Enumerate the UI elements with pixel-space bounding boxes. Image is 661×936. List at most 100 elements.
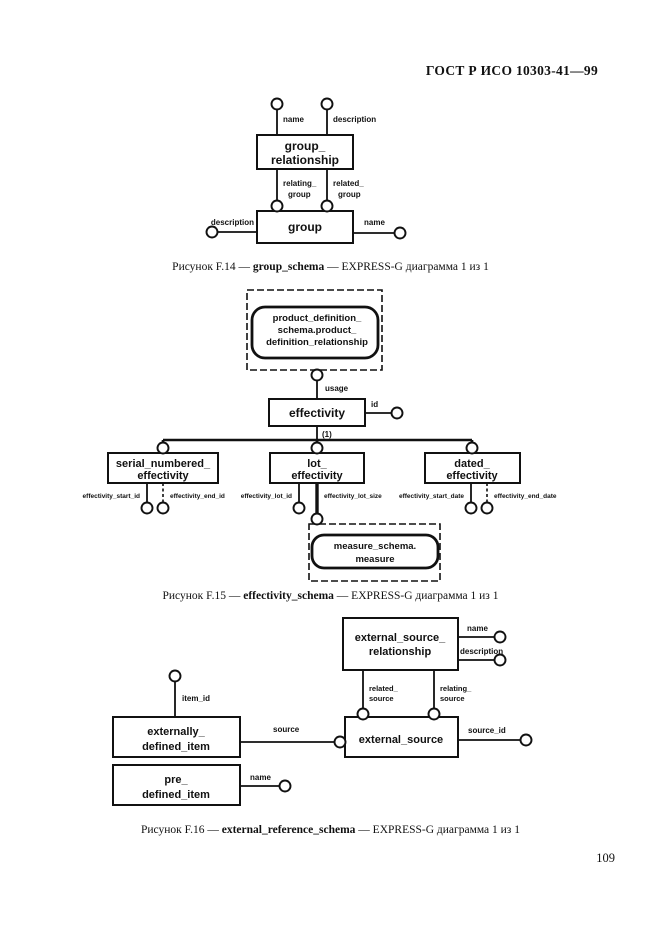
- interschema-ref-label: measure_schema.: [334, 541, 416, 552]
- entity-label: serial_numbered_: [116, 458, 211, 470]
- attribute-label: effectivity_lot_size: [324, 493, 382, 500]
- entity-label: defined_item: [142, 741, 210, 753]
- relation-label: relating_: [440, 684, 472, 693]
- attribute-label: effectivity_end_id: [170, 493, 225, 500]
- attribute-label: effectivity_start_date: [399, 493, 464, 500]
- entity-label: relationship: [271, 153, 339, 167]
- entity-label: group: [288, 220, 322, 234]
- relation-label: usage: [325, 384, 349, 393]
- entity-label: defined_item: [142, 789, 210, 801]
- relation-circle: [427, 707, 441, 721]
- attribute-circle: [140, 501, 154, 515]
- connector-lines: [174, 636, 520, 787]
- entity-box-group-relationship: [256, 134, 354, 170]
- relation-circle: [310, 368, 324, 382]
- relation-label: source: [369, 694, 394, 703]
- subtype-circle: [465, 441, 479, 455]
- entity-box-pre-defined-item: [112, 764, 241, 806]
- relation-label: related_: [369, 684, 399, 693]
- entity-label: pre_: [164, 774, 188, 786]
- attribute-label: item_id: [182, 694, 210, 703]
- attribute-circle: [519, 733, 533, 747]
- interschema-ref-label: schema.product_: [278, 325, 357, 336]
- connector-lines: [146, 380, 472, 503]
- attribute-circle: [156, 501, 170, 515]
- connector-lines: [218, 109, 395, 234]
- fig16-external-reference-schema-diagram: external_source_ relationship name descr…: [112, 617, 533, 806]
- attribute-circle: [205, 225, 219, 239]
- entity-box-externally-defined-item: [112, 716, 241, 758]
- fig15-effectivity-schema-diagram: product_definition_ schema.product_ defi…: [83, 289, 557, 582]
- relation-circle: [310, 512, 324, 526]
- attribute-label: name: [467, 624, 488, 633]
- entity-label: dated_: [454, 458, 490, 470]
- attribute-label: description: [211, 218, 254, 227]
- fig14-group-schema-diagram: name description group_ relationship rel…: [205, 97, 407, 244]
- entity-box-external-source: [344, 716, 459, 758]
- entity-box-serial-numbered-effectivity: [107, 452, 219, 484]
- interschema-ref-box-measure: [310, 533, 440, 570]
- entity-box-group: [256, 210, 354, 244]
- caption-suffix: — EXPRESS-G диаграмма 1 из 1: [333, 590, 499, 602]
- attribute-circle: [480, 501, 494, 515]
- relation-label: related_: [333, 179, 364, 188]
- attribute-circle: [464, 501, 478, 515]
- entity-label: external_source_: [355, 632, 446, 644]
- attribute-label: effectivity_lot_id: [241, 493, 292, 500]
- subtype-circle: [156, 441, 170, 455]
- attribute-label: source_id: [468, 726, 506, 735]
- interschema-ref-dashed-box: [308, 523, 441, 582]
- attribute-circle: [493, 630, 507, 644]
- caption-schema-name: effectivity_schema: [243, 590, 334, 602]
- attribute-label: name: [250, 773, 271, 782]
- figure-caption-f14: Рисунок F.14 — group_schema — EXPRESS-G …: [0, 261, 661, 273]
- relation-label: source: [273, 725, 300, 734]
- interschema-ref-label: measure: [355, 554, 394, 565]
- entity-label: effectivity: [137, 470, 189, 482]
- attribute-label: name: [364, 218, 385, 227]
- entity-label: effectivity: [289, 406, 345, 420]
- entity-label: external_source: [359, 734, 443, 746]
- attribute-label: effectivity_start_id: [83, 493, 140, 500]
- attribute-circle: [390, 406, 404, 420]
- entity-box-external-source-relationship: [342, 617, 459, 671]
- relation-circle: [320, 199, 334, 213]
- attribute-label: description: [460, 647, 503, 656]
- caption-prefix: Рисунок F.16 —: [141, 824, 222, 836]
- entity-label: externally_: [147, 726, 205, 738]
- entity-label: lot_: [307, 458, 327, 470]
- figure-caption-f15: Рисунок F.15 — effectivity_schema — EXPR…: [0, 590, 661, 602]
- entity-box-dated-effectivity: [424, 452, 521, 484]
- interschema-ref-label: product_definition_: [273, 313, 362, 324]
- caption-prefix: Рисунок F.14 —: [172, 261, 253, 273]
- interschema-ref-label: definition_relationship: [266, 337, 368, 348]
- relation-label: group: [338, 190, 361, 199]
- attribute-circle: [292, 501, 306, 515]
- supertype-constraint-label: (1): [322, 430, 332, 439]
- attribute-circle: [168, 669, 182, 683]
- entity-box-effectivity: [268, 398, 366, 427]
- supertype-branch-line: [161, 438, 474, 443]
- relation-circle: [356, 707, 370, 721]
- relation-label: group: [288, 190, 311, 199]
- caption-suffix: — EXPRESS-G диаграмма 1 из 1: [324, 261, 489, 273]
- attribute-label: id: [371, 400, 378, 409]
- attribute-label: name: [283, 115, 304, 124]
- relation-label: relating_: [283, 179, 317, 188]
- figure-caption-f16: Рисунок F.16 — external_reference_schema…: [0, 824, 661, 836]
- document-header: ГОСТ Р ИСО 10303-41—99: [425, 63, 598, 78]
- subtype-circle: [310, 441, 324, 455]
- attribute-circle: [278, 779, 292, 793]
- caption-prefix: Рисунок F.15 —: [162, 590, 244, 602]
- page-number: 109: [596, 851, 615, 865]
- caption-suffix: — EXPRESS-G диаграмма 1 из 1: [355, 824, 520, 836]
- entity-label: effectivity: [291, 470, 343, 482]
- attribute-circle: [270, 97, 284, 111]
- relation-circle: [270, 199, 284, 213]
- attribute-circle: [393, 226, 407, 240]
- entity-label: group_: [285, 139, 326, 153]
- caption-schema-name: external_reference_schema: [221, 824, 356, 836]
- attribute-label: effectivity_end_date: [494, 493, 557, 500]
- relation-circle: [333, 735, 347, 749]
